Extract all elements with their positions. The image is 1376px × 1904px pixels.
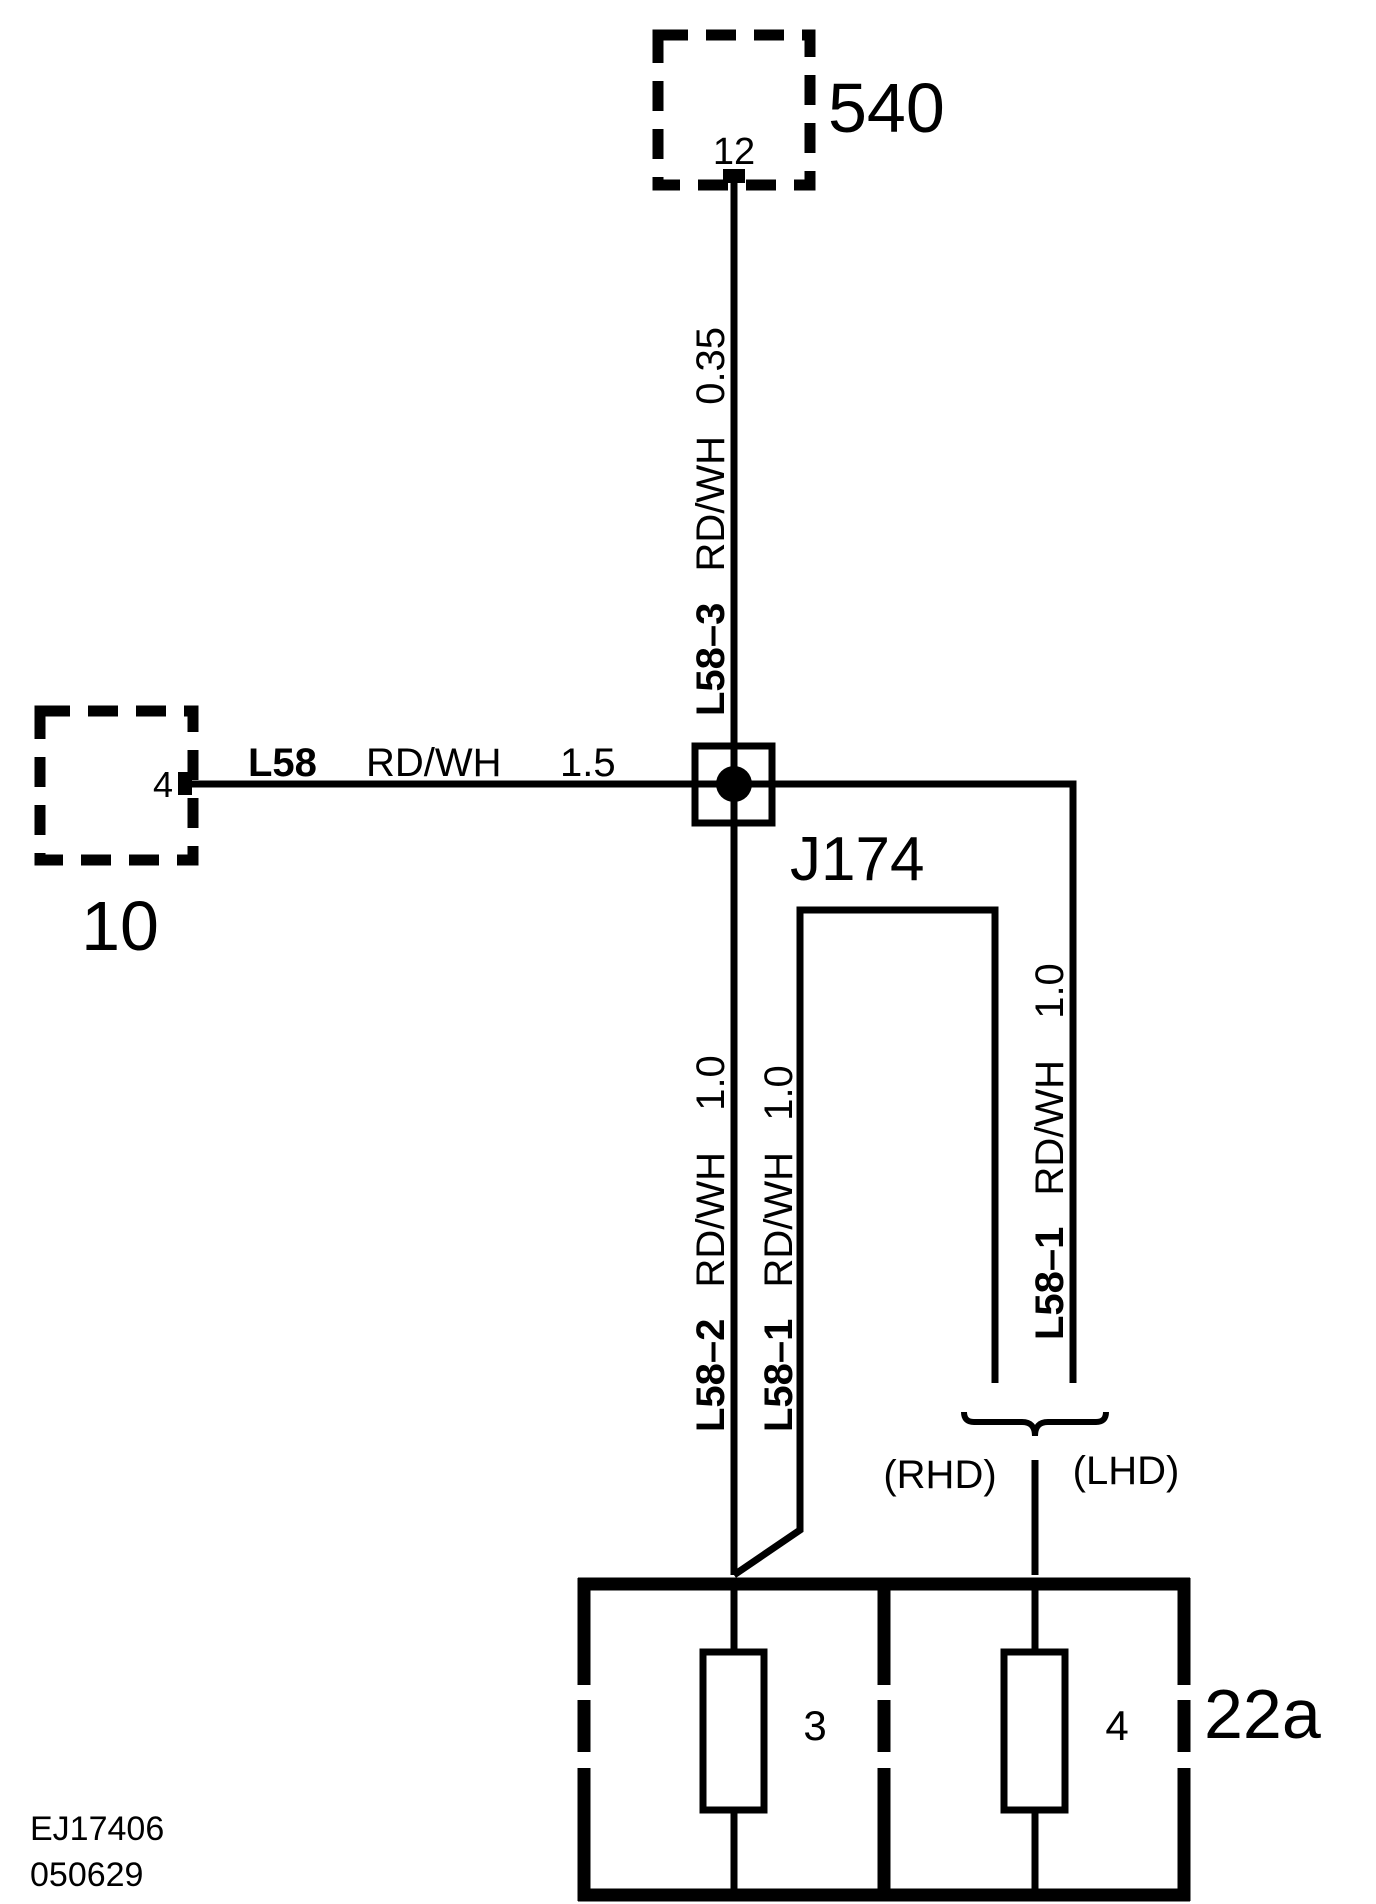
wire-down-a-size: 1.0 xyxy=(689,1055,733,1111)
wire-top-label: L58–3 RD/WH 0.35 xyxy=(689,327,733,716)
wire-down-b-color: RD/WH xyxy=(757,1152,801,1288)
fuse-3-label: 3 xyxy=(803,1702,826,1749)
option-rhd: (RHD) xyxy=(883,1453,996,1497)
wire-down-a-circuit: L58–2 xyxy=(689,1319,733,1432)
splice-j174: J174 xyxy=(691,742,924,894)
footer-code: EJ17406 xyxy=(30,1810,164,1848)
fuse-4: 4 xyxy=(1000,1584,1129,1895)
wire-right-circuit: L58–1 xyxy=(1028,1227,1072,1340)
wire-down-a-color: RD/WH xyxy=(689,1152,733,1288)
wire-right-color: RD/WH xyxy=(1028,1060,1072,1196)
footer: EJ17406 050629 xyxy=(30,1810,164,1894)
svg-text:L58–3 RD/WH 0.35: L58–3 RD/WH 0.35 xyxy=(689,327,733,716)
wire-down-b-circuit: L58–1 xyxy=(757,1319,801,1432)
fuse-3: 3 xyxy=(699,1584,827,1895)
wire-left-label: L58 RD/WH 1.5 xyxy=(248,741,616,785)
svg-text:L58–2 RD/WH 1.0: L58–2 RD/WH 1.0 xyxy=(689,1055,733,1432)
footer-date: 050629 xyxy=(30,1856,143,1894)
connector-540: 12 540 xyxy=(652,29,945,191)
wire-left-size: 1.5 xyxy=(560,741,616,785)
splice-j174-label: J174 xyxy=(790,825,924,894)
wire-right-label: L58–1 RD/WH 1.0 xyxy=(1028,963,1072,1340)
option-lhd: (LHD) xyxy=(1073,1449,1180,1493)
svg-text:L58–1 RD/WH 1.0: L58–1 RD/WH 1.0 xyxy=(757,1065,801,1432)
wire-right xyxy=(734,780,1077,1383)
wire-down-b xyxy=(732,906,999,1578)
wire-down-b-size: 1.0 xyxy=(757,1065,801,1121)
connector-540-pin: 12 xyxy=(713,131,755,173)
wire-left-color: RD/WH xyxy=(366,741,502,785)
connector-10: 4 10 xyxy=(34,705,199,965)
wire-down-b-label: L58–1 RD/WH 1.0 xyxy=(757,1065,801,1432)
wire-top-circuit: L58–3 xyxy=(689,603,733,716)
wire-top-color: RD/WH xyxy=(689,436,733,572)
fuse-box-22a: 3 4 22a xyxy=(577,1577,1321,1902)
fuse-4-label: 4 xyxy=(1105,1702,1128,1749)
wire-left-circuit: L58 xyxy=(248,741,317,785)
option-brace: (RHD) (LHD) xyxy=(883,1411,1180,1497)
wire-top-size: 0.35 xyxy=(689,327,733,405)
wire-lines xyxy=(178,169,1077,1578)
fuse-box-22a-label: 22a xyxy=(1204,1675,1321,1753)
connector-10-pin: 4 xyxy=(153,764,173,805)
wire-right-size: 1.0 xyxy=(1028,963,1072,1019)
wire-down-a-label: L58–2 RD/WH 1.0 xyxy=(689,1055,733,1432)
connector-540-label: 540 xyxy=(828,69,945,147)
svg-text:L58–1 RD/WH 1.0: L58–1 RD/WH 1.0 xyxy=(1028,963,1072,1340)
connector-10-label: 10 xyxy=(81,887,159,965)
